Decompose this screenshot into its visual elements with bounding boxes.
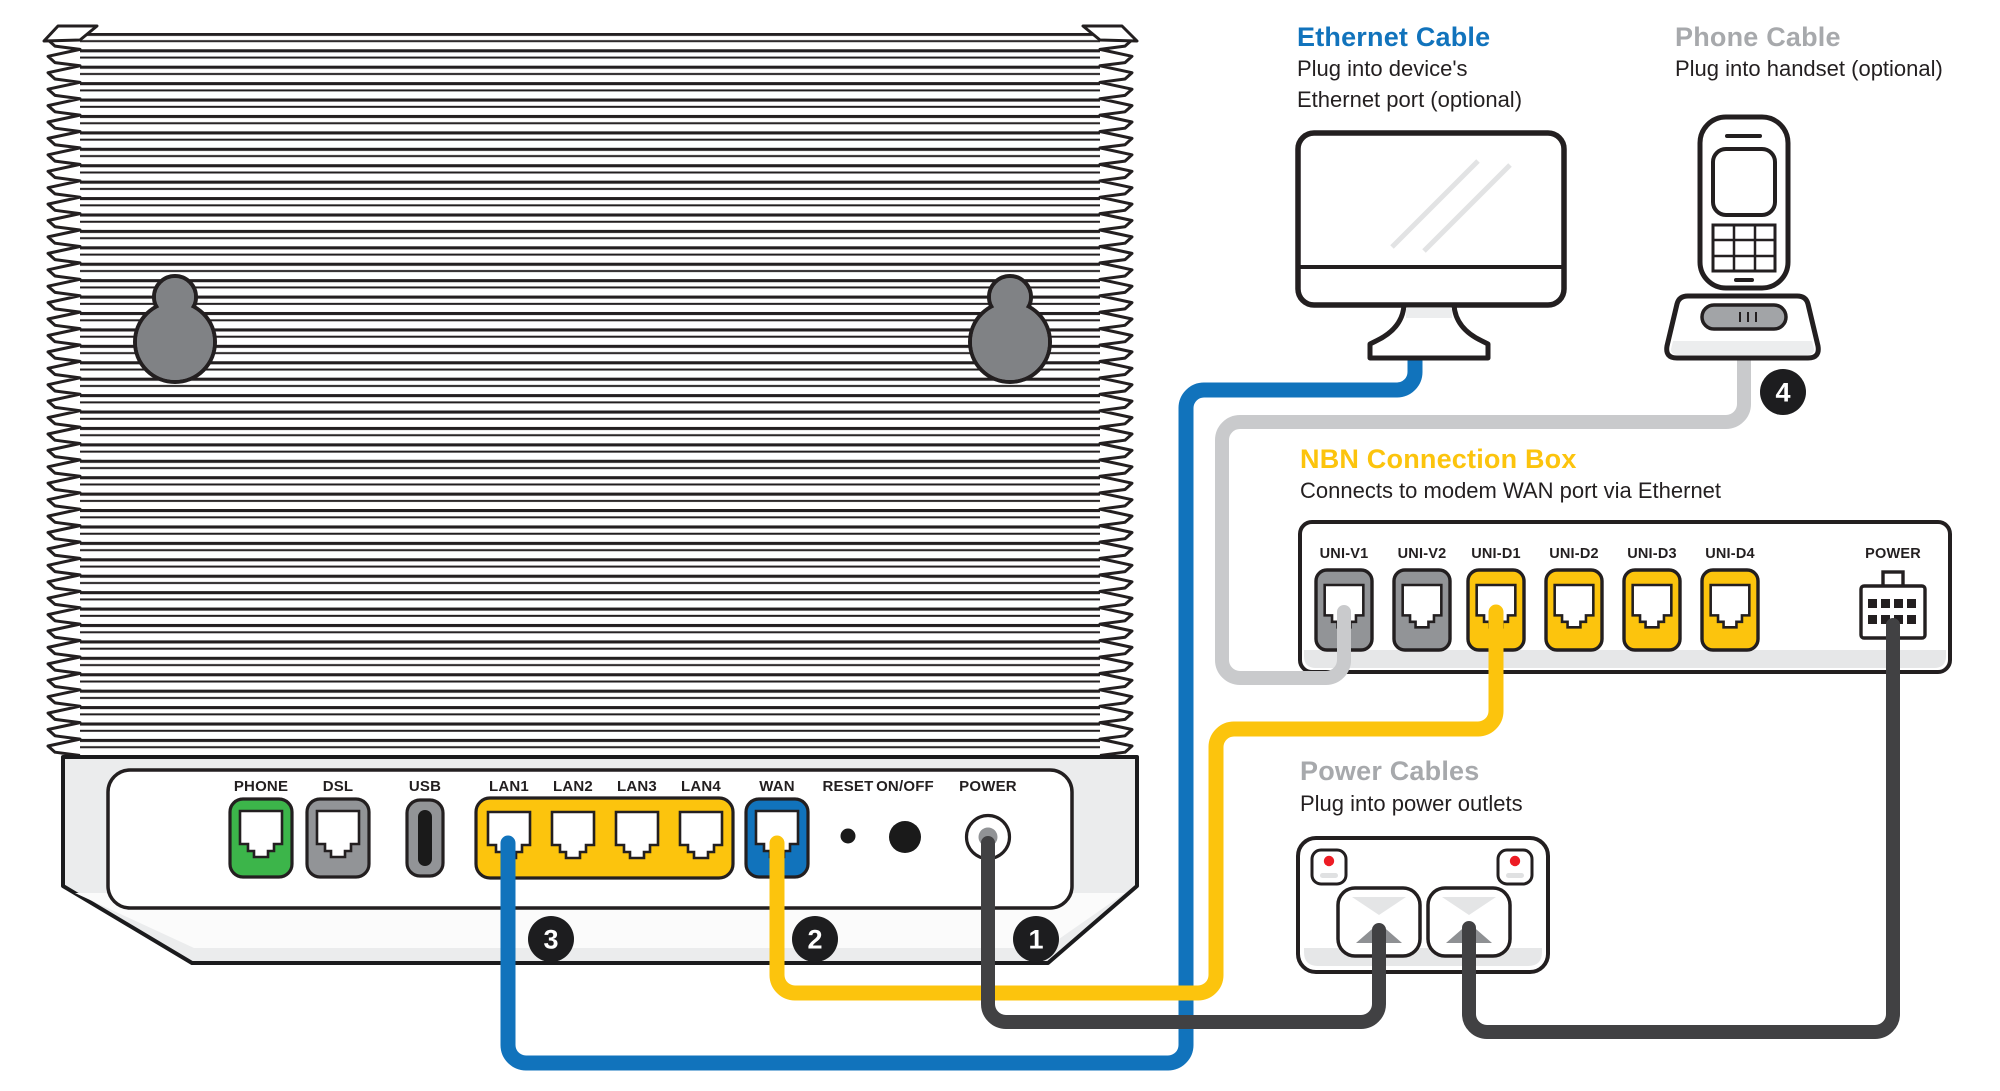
step-badge-3: 3	[528, 916, 574, 962]
power-cables-title: Power Cables	[1300, 756, 1480, 786]
step-badge-2: 2	[792, 916, 838, 962]
computer-monitor	[1295, 130, 1567, 361]
modem-top-left-cap	[42, 24, 99, 43]
monitor-stand-accent	[1406, 308, 1452, 318]
uni-d4-label: UNI-D4	[1705, 546, 1755, 562]
uni-d3-label: UNI-D3	[1627, 546, 1677, 562]
keyhole-right	[968, 274, 1052, 384]
power-socket-label: POWER	[959, 778, 1017, 795]
nbn-box-bottom-stripe	[1304, 650, 1946, 668]
onoff-button	[889, 821, 921, 853]
ethernet-cable-title: Ethernet Cable	[1297, 22, 1491, 52]
handset-keypad	[1711, 223, 1777, 273]
uni-d2-label: UNI-D2	[1549, 546, 1599, 562]
modem-port-row: PHONE DSL USB LAN1 LAN2 LAN3 LAN4 WAN RE…	[228, 778, 1017, 880]
step-4-number: 4	[1775, 378, 1790, 408]
vent-slats	[78, 33, 1102, 755]
outlet-switch-1-indicator	[1323, 855, 1335, 867]
ethernet-cable-line1: Plug into device's	[1297, 56, 1468, 81]
phone-handset	[1697, 114, 1791, 291]
step-3-number: 3	[543, 925, 558, 955]
step-badge-1: 1	[1013, 916, 1059, 962]
cradle-slot-ticks	[1739, 312, 1757, 322]
monitor-reflection-2	[1422, 163, 1512, 253]
usb-port-slot	[418, 810, 432, 866]
phone-cable-gray	[1215, 343, 1751, 685]
nbn-power-label: POWER	[1865, 546, 1921, 562]
modem-top-right-cap	[1081, 24, 1139, 43]
monitor-reflection-1	[1390, 159, 1480, 249]
outlet-switch-2	[1496, 848, 1534, 886]
modem-right-edge-line	[1098, 31, 1134, 757]
ethernet-cable-blue	[500, 337, 1423, 1071]
wan-port-label: WAN	[759, 778, 795, 795]
lan-port-block	[474, 796, 735, 880]
step-1-number: 1	[1028, 925, 1043, 955]
power-cables-line1: Plug into power outlets	[1300, 791, 1523, 816]
reset-button	[840, 828, 856, 844]
handset-screen	[1711, 147, 1777, 217]
nbn-box: UNI-V1 UNI-V2 UNI-D1 UNI-D2 UNI-D3 UNI-D…	[1298, 520, 1952, 674]
lan2-port-label: LAN2	[553, 778, 593, 795]
modem-left-edge-line	[46, 31, 82, 757]
phone-cable-title: Phone Cable	[1675, 22, 1841, 52]
outlet-switch-2-indicator	[1509, 855, 1521, 867]
usb-port-label: USB	[409, 778, 441, 795]
dsl-port-label: DSL	[323, 778, 354, 795]
modem-body	[42, 24, 1139, 757]
step-2-number: 2	[807, 925, 822, 955]
power-outlet-box	[1296, 836, 1550, 974]
outlet-switch-1	[1310, 848, 1348, 886]
nbn-box-line1: Connects to modem WAN port via Ethernet	[1300, 478, 1722, 503]
ethernet-cable-line2: Ethernet port (optional)	[1297, 87, 1523, 112]
phone-cable-line1: Plug into handset (optional)	[1675, 56, 1943, 81]
lan4-port-label: LAN4	[681, 778, 721, 795]
power-cable-nbn	[1462, 618, 1900, 1039]
phone-cradle	[1664, 293, 1821, 361]
reset-button-label: RESET	[822, 778, 873, 795]
uni-d1-label: UNI-D1	[1471, 546, 1521, 562]
power-cable-modem	[981, 836, 1386, 1029]
step-badge-4: 4	[1760, 369, 1806, 415]
uni-v1-label: UNI-V1	[1320, 546, 1369, 562]
phone-port-label: PHONE	[234, 778, 288, 795]
cradle-slot	[1700, 303, 1788, 331]
monitor-screen	[1295, 130, 1567, 308]
lan3-port-label: LAN3	[617, 778, 657, 795]
onoff-button-label: ON/OFF	[876, 778, 934, 795]
nbn-box-title: NBN Connection Box	[1300, 444, 1577, 474]
wan-cable-yellow	[769, 604, 1504, 1001]
lan1-port-label: LAN1	[489, 778, 529, 795]
monitor-stand	[1367, 302, 1491, 361]
keyhole-left	[133, 274, 217, 384]
cradle-stripe	[1671, 341, 1814, 355]
uni-v2-label: UNI-V2	[1398, 546, 1447, 562]
